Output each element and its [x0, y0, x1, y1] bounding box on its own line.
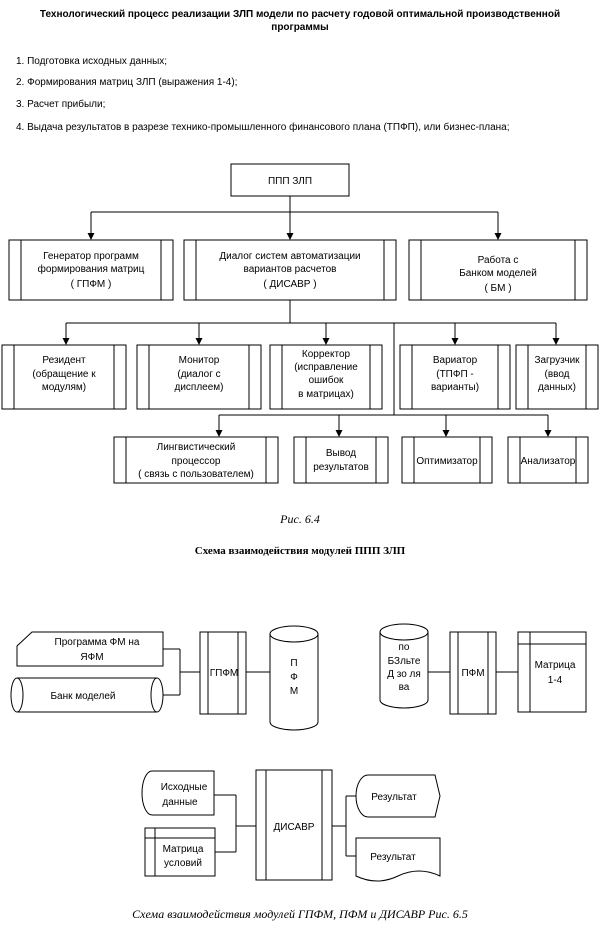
- bank-cylinder: [17, 677, 157, 713]
- pfm-drum-letter-3: М: [290, 686, 298, 697]
- corrector-label-2: (исправление: [294, 362, 358, 373]
- page-title: Технологический процесс реализации ЗЛП м…: [14, 8, 586, 34]
- disavr-label-3: ( ДИСАВР ): [263, 279, 316, 290]
- bzl-label-2: БЗльте: [388, 656, 421, 667]
- resident-label-1: Резидент: [42, 355, 86, 366]
- analyzer-box: [507, 436, 589, 484]
- optimizer-box: [401, 436, 493, 484]
- output-box: [293, 436, 389, 484]
- step-1: 1. Подготовка исходных данных;: [16, 56, 168, 67]
- pfm-drum: [269, 634, 319, 722]
- pfm65-label: ПФМ: [461, 668, 484, 679]
- disavr65-label: ДИСАВР: [274, 822, 315, 833]
- gpfm-box: [8, 239, 174, 301]
- fig64-structure: [1, 163, 599, 484]
- pfm65-box: [449, 631, 497, 715]
- resident-box: [1, 344, 127, 410]
- monitor-box: [136, 344, 262, 410]
- bm-label-3: ( БМ ): [484, 283, 511, 294]
- result1-label: Результат: [371, 792, 417, 803]
- inputs-label-1: Исходные: [161, 782, 208, 793]
- output-label-1: Вывод: [326, 448, 356, 459]
- corrector-box: [269, 344, 383, 410]
- variator-label-1: Вариатор: [433, 355, 478, 366]
- matrix14-label-1: Матрица: [535, 660, 576, 671]
- analyzer-label: Анализатор: [521, 456, 576, 467]
- variator-label-3: варианты): [431, 382, 479, 393]
- result2-shape: [355, 837, 441, 882]
- prog-fm-shape: [16, 631, 164, 667]
- bzl-label-3: Д зо ля: [387, 669, 421, 680]
- step-2: 2. Формирования матриц ЗЛП (выражения 1-…: [16, 77, 238, 88]
- linguistic-label-3: ( связь с пользователем): [138, 469, 254, 480]
- linguistic-label-1: Лингвистический: [157, 442, 236, 453]
- pfm-drum-letter-2: Ф: [290, 672, 298, 683]
- variator-box: [399, 344, 511, 410]
- output-label-2: результатов: [313, 462, 369, 473]
- loader-box: [515, 344, 599, 410]
- gpfm-label-1: Генератор программ: [43, 251, 139, 262]
- root-label: ППП ЗЛП: [268, 176, 312, 187]
- prog-fm-label-2: ЯФМ: [80, 652, 103, 663]
- inputs-label-2: данные: [162, 797, 198, 808]
- gpfm-label-2: формирования матриц: [38, 263, 145, 275]
- resident-label-3: модулям): [42, 382, 86, 393]
- fig65-structure: [10, 623, 587, 882]
- fig65-title: Схема взаимодействия модулей ППП ЗЛП: [194, 545, 406, 557]
- step-4: 4. Выдача результатов в разрезе технико-…: [16, 122, 510, 133]
- result2-label: Результат: [370, 852, 416, 863]
- bank-label: Банк моделей: [50, 691, 115, 702]
- page-title-line-1: Технологический процесс реализации ЗЛП м…: [39, 9, 561, 20]
- corrector-label-3: ошибок: [309, 374, 344, 386]
- bm-box: [408, 239, 588, 301]
- bm-label-2: Банком моделей: [459, 268, 537, 279]
- monitor-label-3: дисплеем): [175, 382, 224, 393]
- disavr65-box: [255, 769, 333, 881]
- corrector-label-1: Корректор: [302, 349, 351, 360]
- loader-label-2: (ввод: [544, 369, 569, 380]
- bzl-label-4: ва: [399, 682, 410, 693]
- disavr-label-1: Диалог систем автоматизации: [219, 251, 360, 262]
- gpfm-label-3: ( ГПФМ ): [71, 279, 112, 290]
- prog-fm-label-1: Программа ФМ на: [55, 637, 140, 648]
- fig65-caption: Схема взаимодействия модулей ГПФМ, ПФМ и…: [132, 907, 468, 921]
- gpfm65-label: ГПФМ: [210, 668, 239, 679]
- optimizer-label: Оптимизатор: [416, 456, 478, 467]
- inputs-shape: [141, 770, 215, 816]
- bzl-label-1: по: [399, 642, 410, 653]
- gpfm65-box: [199, 631, 247, 715]
- pfm-drum-letter-1: П: [290, 658, 297, 669]
- fig64-labels: ППП ЗЛП Генератор программ формирования …: [32, 176, 580, 480]
- matrix-cond-label-2: условий: [164, 858, 202, 869]
- matrix14-label-2: 1-4: [548, 675, 563, 686]
- bm-label-1: Работа с: [478, 254, 519, 266]
- linguistic-box: [113, 436, 279, 484]
- fig64-caption: Рис. 6.4: [280, 512, 320, 526]
- variator-label-2: (ТПФП -: [436, 369, 474, 380]
- monitor-label-2: (диалог с: [177, 369, 220, 380]
- disavr-label-2: вариантов расчетов: [244, 264, 337, 275]
- matrix14-box: [517, 631, 587, 713]
- resident-label-2: (обращение к: [32, 368, 96, 380]
- loader-label-3: данных): [538, 382, 576, 393]
- loader-label-1: Загрузчик: [534, 355, 580, 366]
- linguistic-label-2: процессор: [172, 456, 221, 467]
- fig65-labels: Программа ФМ на ЯФМ Банк моделей ГПФМ П …: [50, 637, 575, 869]
- monitor-label-1: Монитор: [179, 355, 220, 366]
- bzl-drum: [379, 632, 429, 700]
- corrector-label-4: в матрицах): [298, 389, 354, 400]
- page-title-line-2: программы: [271, 22, 329, 33]
- result1-shape: [355, 774, 441, 818]
- matrix-cond-label-1: Матрица: [163, 844, 204, 855]
- step-3: 3. Расчет прибыли;: [16, 99, 106, 110]
